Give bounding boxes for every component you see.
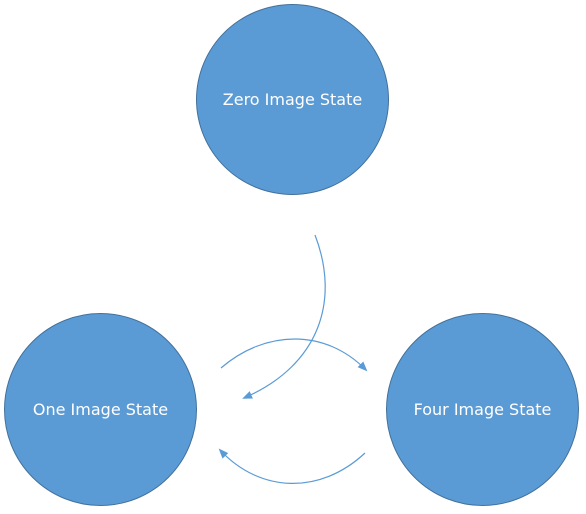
one-image-state-node: One Image State [4,313,197,506]
four-image-state-node: Four Image State [386,313,579,506]
zero-image-state-node: Zero Image State [196,4,389,195]
zero-image-state-label: Zero Image State [222,90,363,109]
arrow-one-to-four [220,338,368,372]
arrow-four-to-one [218,448,366,484]
one-image-state-label: One Image State [32,400,169,419]
four-image-state-label: Four Image State [413,400,552,419]
arrow-zero-to-one [242,234,326,399]
